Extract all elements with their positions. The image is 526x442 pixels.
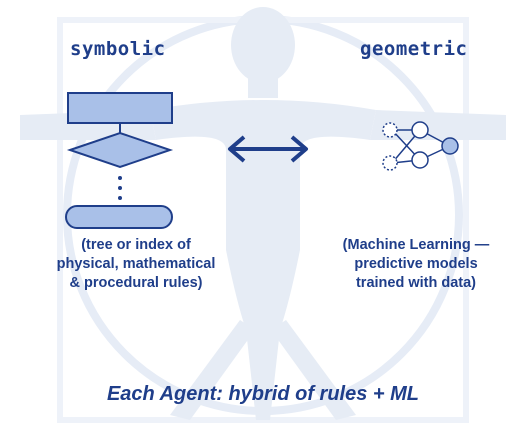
terminal-pill bbox=[65, 205, 173, 229]
ellipsis-dot bbox=[118, 196, 122, 200]
caption-line: (Machine Learning — bbox=[342, 237, 490, 253]
symbolic-caption: (tree or index of physical, mathematical… bbox=[36, 236, 236, 293]
process-box bbox=[67, 92, 173, 124]
flowchart-icon bbox=[65, 92, 174, 229]
geometric-heading: geometric bbox=[360, 38, 468, 60]
caption-line: predictive models bbox=[354, 256, 478, 272]
decision-diamond bbox=[66, 131, 174, 169]
caption-line: physical, mathematical bbox=[56, 256, 216, 272]
ellipsis-dot bbox=[118, 176, 122, 180]
symbolic-heading: symbolic bbox=[70, 38, 166, 60]
caption-line: trained with data) bbox=[355, 275, 477, 291]
caption-line: & procedural rules) bbox=[69, 275, 203, 291]
neural-network-icon bbox=[382, 121, 459, 171]
geometric-caption: (Machine Learning — predictive models tr… bbox=[316, 236, 516, 293]
double-arrow-icon bbox=[228, 135, 308, 163]
caption-line: (tree or index of bbox=[81, 237, 191, 253]
ellipsis-dot bbox=[118, 186, 122, 190]
footer-statement: Each Agent: hybrid of rules + ML bbox=[106, 383, 420, 405]
